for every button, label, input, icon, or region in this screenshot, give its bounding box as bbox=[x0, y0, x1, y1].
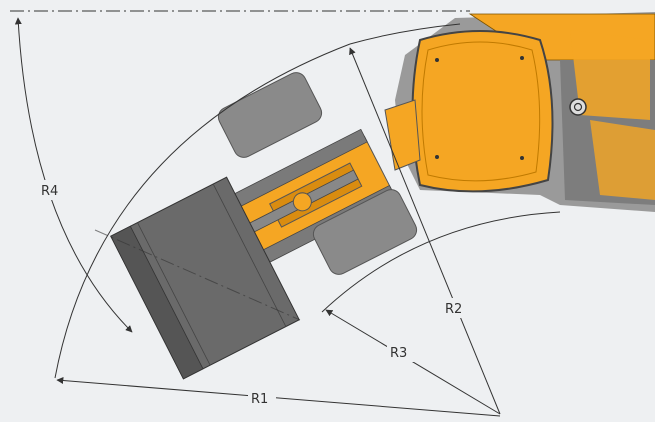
r4-reference-line bbox=[94, 229, 301, 321]
r2-line bbox=[349, 47, 501, 415]
wheel-loader bbox=[110, 12, 655, 380]
dimension-labels: R4 R1 R2 R3 bbox=[38, 180, 472, 408]
r1-label: R1 bbox=[251, 392, 268, 407]
r1-line bbox=[56, 377, 501, 417]
r4-label: R4 bbox=[41, 184, 58, 199]
r2-label: R2 bbox=[445, 302, 462, 317]
dimension-lines bbox=[14, 17, 561, 417]
r4-arc bbox=[14, 17, 133, 333]
r3-inner-arc bbox=[321, 211, 561, 313]
tire-lower bbox=[312, 189, 418, 275]
tire-upper bbox=[217, 72, 323, 158]
r3-label: R3 bbox=[390, 346, 407, 361]
cab-roof bbox=[411, 30, 554, 193]
r1-outer-arc bbox=[54, 43, 351, 379]
fuel-cap-icon bbox=[569, 98, 587, 116]
front-frame bbox=[208, 128, 397, 276]
